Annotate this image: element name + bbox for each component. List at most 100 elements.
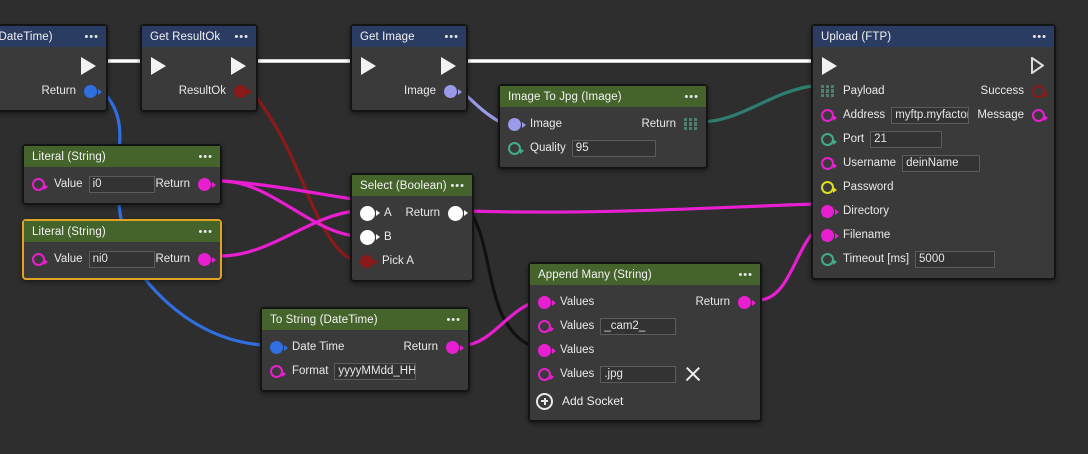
node-header[interactable]: Append Many (String) ••• xyxy=(530,264,760,285)
timeout-input[interactable]: 5000 xyxy=(915,250,996,268)
port-resultok-out[interactable] xyxy=(234,84,252,98)
port-label-message: Message xyxy=(977,109,1024,121)
port-row-values-4: Values .jpg xyxy=(530,362,760,386)
port-success-out[interactable] xyxy=(1032,84,1048,98)
node-header[interactable]: Now (DateTime) ••• xyxy=(0,26,106,47)
node-menu-icon[interactable]: ••• xyxy=(444,30,459,43)
port-values-2-in[interactable] xyxy=(538,319,554,333)
port-date-time-in[interactable] xyxy=(270,340,288,354)
node-menu-icon[interactable]: ••• xyxy=(198,150,213,163)
port-a-in[interactable] xyxy=(360,205,380,221)
node-to-string-datetime[interactable]: To String (DateTime) ••• Date Time Retur… xyxy=(260,307,470,392)
node-get-resultok[interactable]: Get ResultOk ••• ResultOk xyxy=(140,24,258,112)
node-header[interactable]: Get Image ••• xyxy=(352,26,466,47)
exec-out-icon[interactable] xyxy=(81,56,96,75)
port-return-out[interactable] xyxy=(198,177,216,191)
node-menu-icon[interactable]: ••• xyxy=(198,225,213,238)
exec-row xyxy=(813,52,1054,79)
add-socket-button[interactable]: Add Socket xyxy=(530,389,760,413)
node-header[interactable]: Select (Boolean) ••• xyxy=(352,175,472,196)
port-format-in[interactable] xyxy=(270,364,286,378)
port-row-timeout: Timeout [ms] 5000 xyxy=(813,247,1054,271)
port-return-out[interactable] xyxy=(198,252,216,266)
wire-literal1-to-directory xyxy=(220,179,817,214)
port-port-in[interactable] xyxy=(821,132,837,146)
port-message-out[interactable] xyxy=(1032,108,1048,122)
node-menu-icon[interactable]: ••• xyxy=(84,30,99,43)
node-menu-icon[interactable]: ••• xyxy=(1032,30,1047,43)
address-input[interactable]: myftp.myfactor xyxy=(891,106,970,124)
port-image-in[interactable] xyxy=(508,117,526,131)
port-label: Pick A xyxy=(382,255,414,267)
exec-out-icon[interactable] xyxy=(441,56,456,75)
value-input[interactable]: ni0 xyxy=(88,250,156,268)
node-now-datetime[interactable]: Now (DateTime) ••• Return xyxy=(0,24,108,112)
node-title: Image To Jpg (Image) xyxy=(508,90,622,103)
port-return-out[interactable] xyxy=(84,84,102,98)
values-4-input[interactable]: .jpg xyxy=(600,365,677,383)
port-image-out[interactable] xyxy=(444,84,462,98)
exec-out-icon[interactable] xyxy=(1031,57,1044,74)
port-timeout-in[interactable] xyxy=(821,252,837,266)
node-header[interactable]: To String (DateTime) ••• xyxy=(262,309,468,330)
node-get-image[interactable]: Get Image ••• Image xyxy=(350,24,468,112)
node-header[interactable]: Image To Jpg (Image) ••• xyxy=(500,86,706,107)
node-menu-icon[interactable]: ••• xyxy=(446,313,461,326)
port-return-array-out[interactable] xyxy=(684,117,697,131)
port-b-in[interactable] xyxy=(360,229,380,245)
port-row-quality: Quality 95 xyxy=(500,136,706,160)
node-menu-icon[interactable]: ••• xyxy=(450,179,465,192)
exec-in-icon[interactable] xyxy=(361,56,376,75)
port-values-3-in[interactable] xyxy=(538,343,556,357)
port-payload-array-in[interactable] xyxy=(821,84,834,98)
node-literal-string-1[interactable]: Literal (String) ••• Value i0 Return xyxy=(22,144,222,205)
node-header[interactable]: Upload (FTP) ••• xyxy=(813,26,1054,47)
node-body: Value ni0 Return xyxy=(24,242,220,278)
port-return-out[interactable] xyxy=(446,340,464,354)
port-quality-in[interactable] xyxy=(508,141,524,155)
node-menu-icon[interactable]: ••• xyxy=(684,90,699,103)
exec-out-icon[interactable] xyxy=(231,56,246,75)
port-directory-in[interactable] xyxy=(821,204,839,218)
node-header[interactable]: Literal (String) ••• xyxy=(24,221,220,242)
port-username-in[interactable] xyxy=(821,156,837,170)
port-number-input[interactable]: 21 xyxy=(870,130,943,148)
format-input[interactable]: yyyyMMdd_HH xyxy=(334,362,417,380)
port-password-in[interactable] xyxy=(821,180,837,194)
port-label-return: Return xyxy=(403,341,438,353)
node-menu-icon[interactable]: ••• xyxy=(234,30,249,43)
port-row-payload: Payload Success xyxy=(813,79,1054,103)
port-values-1-in[interactable] xyxy=(538,295,556,309)
port-label: Value xyxy=(54,178,83,190)
node-title: Literal (String) xyxy=(32,225,106,238)
port-values-4-in[interactable] xyxy=(538,367,554,381)
node-menu-icon[interactable]: ••• xyxy=(738,268,753,281)
port-label: Address xyxy=(843,109,886,121)
values-2-input[interactable]: _cam2_ xyxy=(600,317,677,335)
port-label: Values xyxy=(560,320,595,332)
node-append-many-string[interactable]: Append Many (String) ••• Values Return V… xyxy=(528,262,762,422)
port-row-datetime: Date Time Return xyxy=(262,335,468,359)
value-input[interactable]: i0 xyxy=(88,175,156,193)
port-label: Format xyxy=(292,365,329,377)
port-address-in[interactable] xyxy=(821,108,837,122)
node-select-boolean[interactable]: Select (Boolean) ••• A Return B Pick A xyxy=(350,173,474,282)
remove-socket-icon[interactable] xyxy=(685,366,701,382)
port-return-out[interactable] xyxy=(738,295,756,309)
exec-in-icon[interactable] xyxy=(151,56,166,75)
username-input[interactable]: deinName xyxy=(902,154,981,172)
node-header[interactable]: Get ResultOk ••• xyxy=(142,26,256,47)
port-return-out[interactable] xyxy=(448,205,468,221)
node-literal-string-2[interactable]: Literal (String) ••• Value ni0 Return xyxy=(22,219,222,280)
node-image-to-jpg[interactable]: Image To Jpg (Image) ••• Image Return Qu… xyxy=(498,84,708,169)
node-upload-ftp[interactable]: Upload (FTP) ••• Payload Success xyxy=(811,24,1056,280)
node-header[interactable]: Literal (String) ••• xyxy=(24,146,220,167)
exec-in-icon[interactable] xyxy=(822,56,837,75)
quality-input[interactable]: 95 xyxy=(571,139,656,157)
port-value-in[interactable] xyxy=(32,252,48,266)
port-filename-in[interactable] xyxy=(821,228,839,242)
port-value-in[interactable] xyxy=(32,177,48,191)
port-pick-a-in[interactable] xyxy=(360,254,378,268)
wire-resultok-to-picka xyxy=(244,84,353,261)
